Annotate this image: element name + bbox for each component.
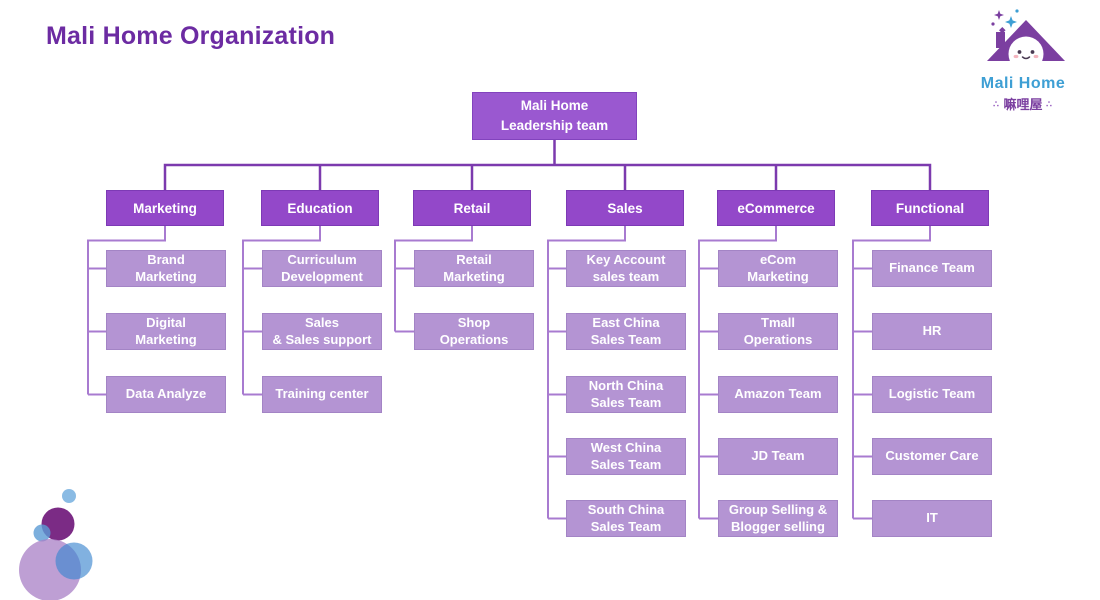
- logo-dots-left: ∴: [993, 99, 1000, 109]
- connector-education: [242, 226, 321, 396]
- org-root-node: Mali Home Leadership team: [472, 92, 637, 140]
- connector-sales: [547, 226, 626, 520]
- team-node-curriculum-development: Curriculum Development: [262, 250, 382, 287]
- team-node-data-analyze: Data Analyze: [106, 376, 226, 413]
- connector-retail: [394, 226, 473, 333]
- dept-node-sales: Sales: [566, 190, 684, 226]
- logo-wordmark: Mali Home: [980, 75, 1066, 92]
- team-node-retail-marketing: Retail Marketing: [414, 250, 534, 287]
- dept-node-marketing: Marketing: [106, 190, 224, 226]
- connector-root-bus: [163, 140, 932, 190]
- team-node-training-center: Training center: [262, 376, 382, 413]
- team-node-ecom-marketing: eCom Marketing: [718, 250, 838, 287]
- team-node-amazon-team: Amazon Team: [718, 376, 838, 413]
- connector-marketing: [87, 226, 166, 396]
- team-node-finance-team: Finance Team: [872, 250, 992, 287]
- team-node-shop-operations: Shop Operations: [414, 313, 534, 350]
- house-icon: [987, 9, 1065, 72]
- team-node-jd-team: JD Team: [718, 438, 838, 475]
- logo-cn-line: ∴ 嘛哩屋 ∴: [962, 94, 1084, 113]
- connector-functional: [852, 226, 931, 520]
- decorative-bubbles: [19, 489, 93, 600]
- team-node-it: IT: [872, 500, 992, 537]
- team-node-east-china: East China Sales Team: [566, 313, 686, 350]
- team-node-key-account: Key Account sales team: [566, 250, 686, 287]
- dept-node-education: Education: [261, 190, 379, 226]
- dept-node-functional: Functional: [871, 190, 989, 226]
- team-node-hr: HR: [872, 313, 992, 350]
- team-node-brand-marketing: Brand Marketing: [106, 250, 226, 287]
- team-node-sales-support: Sales & Sales support: [262, 313, 382, 350]
- connector-ecommerce: [698, 226, 777, 520]
- brand-logo: Mali Home ∴ 嘛哩屋 ∴: [962, 8, 1084, 118]
- dept-node-retail: Retail: [413, 190, 531, 226]
- team-node-west-china: West China Sales Team: [566, 438, 686, 475]
- team-node-tmall-operations: Tmall Operations: [718, 313, 838, 350]
- dept-node-ecommerce: eCommerce: [717, 190, 835, 226]
- page-title: Mali Home Organization: [46, 22, 336, 50]
- team-node-group-selling: Group Selling & Blogger selling: [718, 500, 838, 537]
- team-node-customer-care: Customer Care: [872, 438, 992, 475]
- team-node-north-china: North China Sales Team: [566, 376, 686, 413]
- logo-cn: 嘛哩屋: [1003, 97, 1043, 112]
- team-node-south-china: South China Sales Team: [566, 500, 686, 537]
- logo-dots-right: ∴: [1046, 99, 1053, 109]
- team-node-digital-marketing: Digital Marketing: [106, 313, 226, 350]
- team-node-logistic-team: Logistic Team: [872, 376, 992, 413]
